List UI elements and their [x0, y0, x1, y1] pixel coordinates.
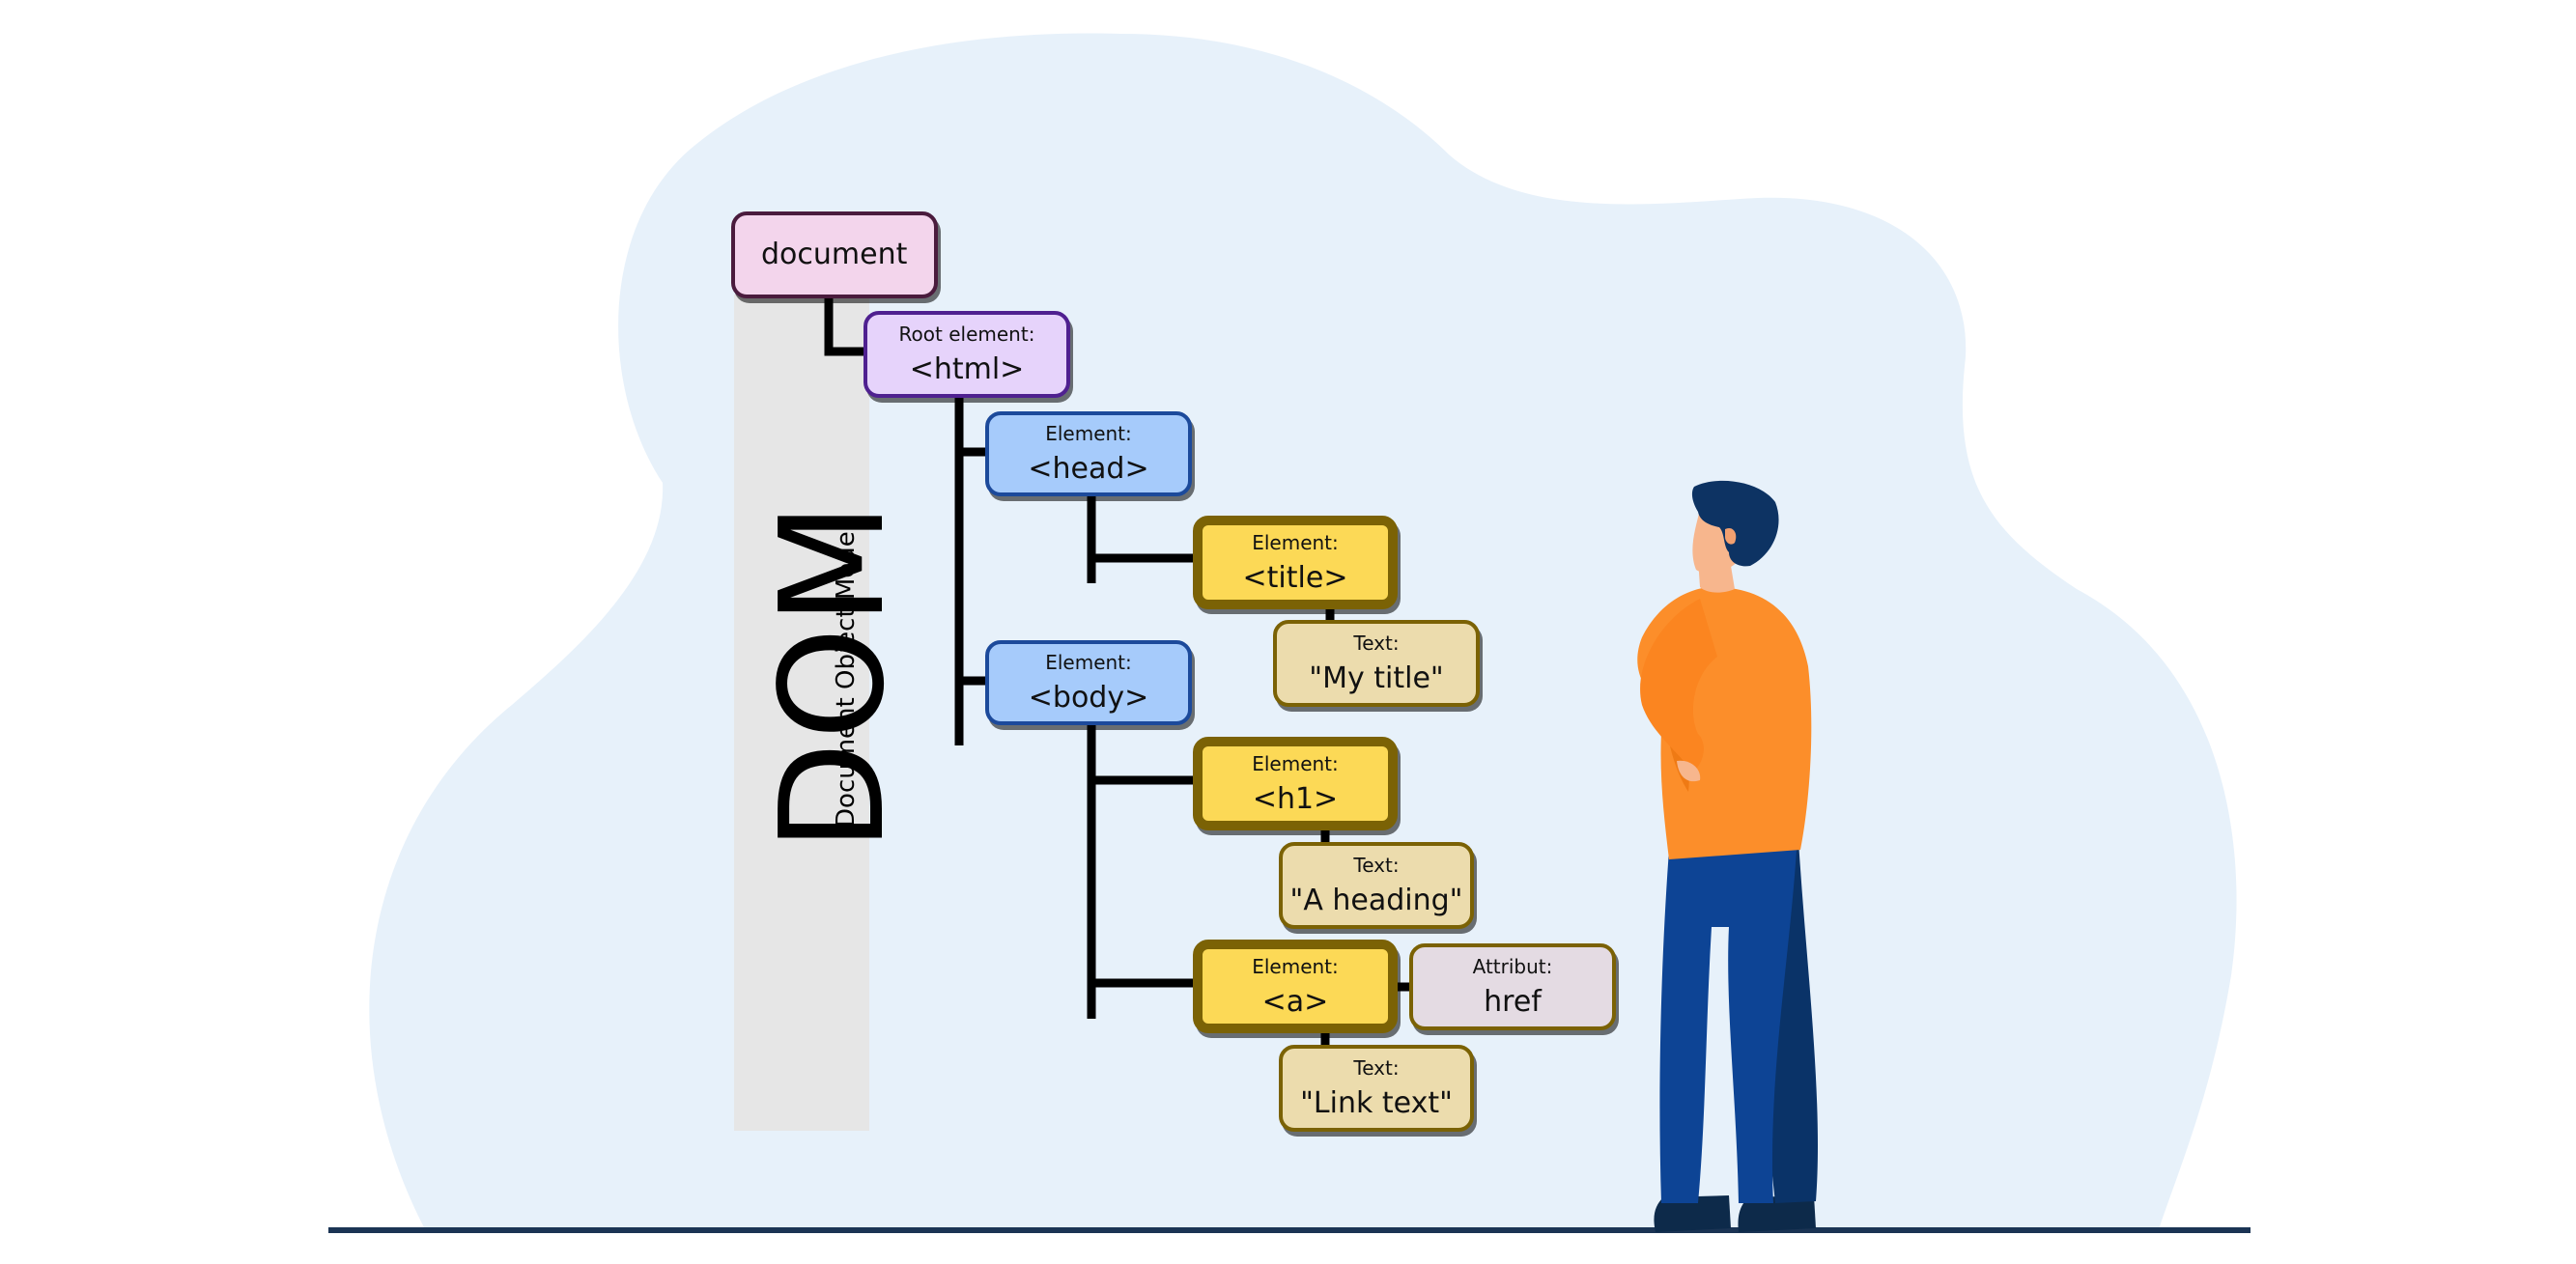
- node-a-caption: Element:: [1252, 954, 1339, 978]
- node-body-value: <body>: [1028, 681, 1149, 715]
- node-h1-text: Text: "A heading": [1279, 842, 1474, 929]
- node-head-caption: Element:: [1045, 422, 1132, 445]
- node-title-text: Text: "My title": [1273, 620, 1480, 707]
- node-html-value: <html>: [909, 352, 1025, 386]
- node-document: document: [731, 211, 938, 298]
- node-body: Element: <body>: [985, 640, 1192, 725]
- node-title-text-value: "My title": [1309, 661, 1444, 695]
- node-a: Element: <a>: [1193, 940, 1398, 1033]
- node-a-attribute-caption: Attribut:: [1472, 955, 1553, 978]
- hair: [1691, 480, 1779, 567]
- node-title-text-caption: Text:: [1353, 632, 1400, 655]
- node-a-text-value: "Link text": [1300, 1086, 1453, 1120]
- node-html-caption: Root element:: [898, 323, 1035, 346]
- node-h1: Element: <h1>: [1193, 737, 1398, 830]
- ear: [1725, 527, 1737, 545]
- node-a-attribute: Attribut: href: [1409, 943, 1616, 1030]
- node-title: Element: <title>: [1193, 516, 1398, 609]
- node-document-value: document: [761, 238, 908, 271]
- node-h1-text-caption: Text:: [1353, 854, 1400, 877]
- connector-document-html: [824, 298, 865, 356]
- arm: [1640, 599, 1717, 772]
- node-title-caption: Element:: [1252, 530, 1339, 554]
- node-a-text: Text: "Link text": [1279, 1045, 1474, 1132]
- node-a-attribute-value: href: [1484, 985, 1542, 1019]
- node-head: Element: <head>: [985, 411, 1192, 496]
- node-h1-text-value: "A heading": [1289, 884, 1463, 917]
- node-h1-caption: Element:: [1252, 751, 1339, 775]
- node-a-text-caption: Text:: [1353, 1056, 1400, 1080]
- node-h1-value: <h1>: [1252, 781, 1339, 816]
- node-html: Root element: <html>: [863, 311, 1070, 398]
- node-a-value: <a>: [1261, 984, 1329, 1019]
- left-shoe: [1654, 1195, 1731, 1232]
- node-head-value: <head>: [1028, 452, 1149, 486]
- right-shoe: [1738, 1195, 1816, 1232]
- node-title-value: <title>: [1242, 560, 1348, 595]
- node-body-caption: Element:: [1045, 651, 1132, 674]
- front-leg: [1659, 850, 1797, 1203]
- dom-label-band: [734, 295, 869, 1131]
- hand: [1677, 760, 1701, 782]
